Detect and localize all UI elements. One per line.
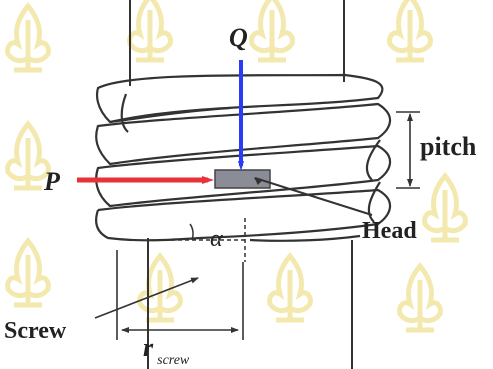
r-main-label: r: [143, 333, 154, 362]
head-label: Head: [362, 218, 417, 244]
pitch-label: pitch: [420, 132, 477, 161]
force-q-label: Q: [229, 23, 248, 52]
screw-core-lines: [129, 0, 353, 369]
head-leader: [254, 177, 373, 216]
alpha-label: α: [210, 226, 223, 252]
alpha-angle: [150, 218, 246, 262]
head-block: [214, 169, 271, 189]
screw-label: Screw: [4, 318, 67, 344]
screw-leader: [94, 277, 199, 319]
r-screw-label: r screw: [143, 333, 190, 368]
r-sub-label: screw: [157, 353, 190, 368]
pitch-dimension: [396, 111, 420, 189]
force-p-label: P: [43, 167, 61, 196]
screw-thread: [95, 73, 392, 242]
radius-dimension: [116, 250, 244, 340]
